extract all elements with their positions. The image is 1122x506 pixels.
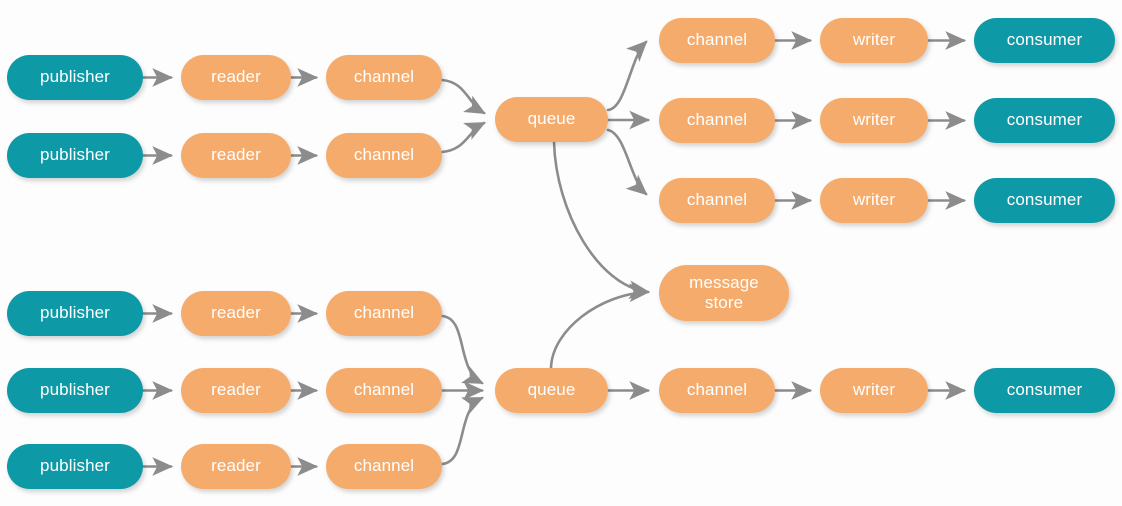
node-label: channel [686,380,748,400]
node-que1[interactable]: queue [495,97,608,142]
node-label: reader [211,145,261,165]
node-rdr2[interactable]: reader [181,133,291,178]
node-label: channel [353,456,415,476]
node-pub3[interactable]: publisher [7,291,143,336]
edge-chn3-que2 [440,314,484,385]
node-label: publisher [40,456,110,476]
node-label: publisher [40,303,110,323]
node-label: channel [353,303,415,323]
node-label: writer [852,380,896,400]
node-label: consumer [1006,110,1083,130]
node-bcon[interactable]: consumer [974,368,1115,413]
node-label: consumer [1006,380,1083,400]
edge-chn5-que2 [440,396,484,466]
edge-que1-store [552,140,651,300]
node-label: reader [211,303,261,323]
node-label: publisher [40,67,110,87]
node-label: queue [527,380,576,400]
node-label: reader [211,67,261,87]
node-chn3[interactable]: channel [326,291,442,336]
node-label: channel [686,30,748,50]
node-ochn3[interactable]: channel [659,178,775,223]
node-chn2[interactable]: channel [326,133,442,178]
node-chn4[interactable]: channel [326,368,442,413]
edge-chn1-que1 [440,78,486,115]
node-label: reader [211,380,261,400]
node-ochn1[interactable]: channel [659,18,775,63]
node-pub5[interactable]: publisher [7,444,143,489]
node-label: channel [353,145,415,165]
node-label: publisher [40,380,110,400]
node-con3[interactable]: consumer [974,178,1115,223]
node-con1[interactable]: consumer [974,18,1115,63]
node-label: channel [686,110,748,130]
node-label: reader [211,456,261,476]
node-ochn2[interactable]: channel [659,98,775,143]
node-pub1[interactable]: publisher [7,55,143,100]
node-label: writer [852,30,896,50]
node-pub4[interactable]: publisher [7,368,143,413]
edge-que2-store [549,283,651,370]
edge-que1-ochn1 [606,40,648,112]
node-store[interactable]: message store [659,265,789,321]
node-chn5[interactable]: channel [326,444,442,489]
node-rdr3[interactable]: reader [181,291,291,336]
node-label: consumer [1006,30,1083,50]
node-label: channel [353,380,415,400]
node-chn1[interactable]: channel [326,55,442,100]
node-label: writer [852,110,896,130]
node-label: channel [353,67,415,87]
node-label: consumer [1006,190,1083,210]
node-pub2[interactable]: publisher [7,133,143,178]
node-label: message store [689,272,759,312]
node-wrt1[interactable]: writer [820,18,928,63]
node-rdr4[interactable]: reader [181,368,291,413]
node-label: queue [527,109,576,129]
node-label: writer [852,190,896,210]
node-rdr1[interactable]: reader [181,55,291,100]
node-bchn[interactable]: channel [659,368,775,413]
node-bwrt[interactable]: writer [820,368,928,413]
node-rdr5[interactable]: reader [181,444,291,489]
edge-chn2-que1 [440,121,486,154]
node-label: channel [686,190,748,210]
edge-que1-ochn3 [606,128,648,196]
node-que2[interactable]: queue [495,368,608,413]
node-label: publisher [40,145,110,165]
node-wrt3[interactable]: writer [820,178,928,223]
node-con2[interactable]: consumer [974,98,1115,143]
node-wrt2[interactable]: writer [820,98,928,143]
